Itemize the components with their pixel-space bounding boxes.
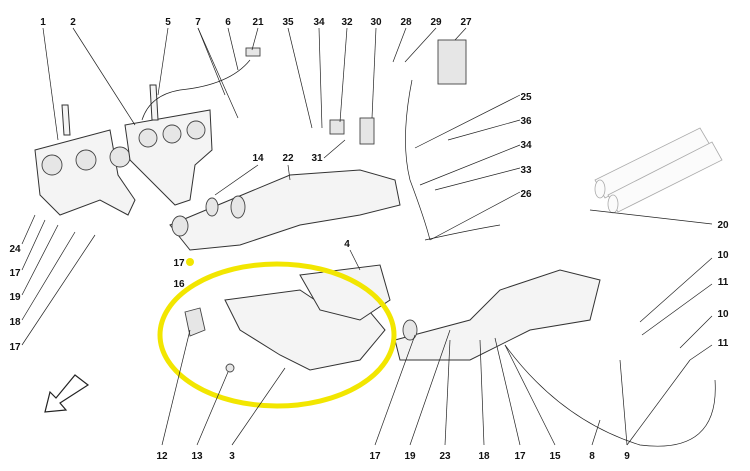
oxygen-sensors xyxy=(141,39,501,241)
callout-35: 35 xyxy=(282,17,294,28)
exhaust-manifold-upper xyxy=(34,84,213,216)
callout-21: 21 xyxy=(252,17,264,28)
callout-17-left: 17 xyxy=(9,268,21,279)
callout-16: 16 xyxy=(173,279,185,290)
leader-lines xyxy=(21,27,713,446)
direction-arrow-icon xyxy=(44,374,90,413)
callout-15: 15 xyxy=(549,451,561,462)
callout-17-center: 17 xyxy=(173,258,185,269)
callout-34b: 34 xyxy=(520,140,532,151)
callout-36: 36 xyxy=(520,116,532,127)
callout-25: 25 xyxy=(520,92,532,103)
callout-23: 23 xyxy=(439,451,451,462)
callout-labels-left: 24 17 19 18 17 xyxy=(9,244,21,353)
callout-3: 3 xyxy=(229,451,235,462)
callout-22: 22 xyxy=(282,153,294,164)
callout-14: 14 xyxy=(252,153,264,164)
callout-24: 24 xyxy=(9,244,21,255)
callout-27: 27 xyxy=(460,17,472,28)
callout-34: 34 xyxy=(313,17,325,28)
callout-9: 9 xyxy=(624,451,630,462)
callout-13: 13 xyxy=(191,451,203,462)
callout-12: 12 xyxy=(156,451,168,462)
callout-10: 10 xyxy=(717,250,729,261)
highlight-circle xyxy=(157,261,397,409)
callout-29: 29 xyxy=(430,17,442,28)
catalytic-converter-lower xyxy=(394,269,716,447)
callout-33: 33 xyxy=(520,165,532,176)
callout-17-left-b: 17 xyxy=(9,342,21,353)
callout-19-bottom: 19 xyxy=(404,451,416,462)
callout-26: 26 xyxy=(520,189,532,200)
highlight-dot xyxy=(186,258,194,266)
callout-17-bottom: 17 xyxy=(369,451,381,462)
callout-11: 11 xyxy=(718,277,729,288)
callout-2: 2 xyxy=(70,17,76,28)
exhaust-manifold-lower xyxy=(184,264,391,373)
callout-10b: 10 xyxy=(717,309,729,320)
callout-8: 8 xyxy=(589,451,595,462)
callout-18-left: 18 xyxy=(9,317,21,328)
callout-labels-top: 1 2 5 7 6 21 35 34 32 30 28 29 27 xyxy=(40,17,472,28)
callout-4: 4 xyxy=(344,239,350,250)
callout-19-left: 19 xyxy=(9,292,21,303)
callout-6: 6 xyxy=(225,17,231,28)
callout-18-bottom: 18 xyxy=(478,451,490,462)
callout-11b: 11 xyxy=(718,338,729,349)
callout-labels-right-upper: 25 36 34 33 26 xyxy=(520,92,532,200)
callout-labels-right-lower: 10 11 10 11 xyxy=(717,250,729,349)
callout-labels-bottom: 12 13 3 17 19 23 18 17 15 8 9 xyxy=(156,451,630,462)
callout-labels-middle: 14 22 31 20 xyxy=(252,153,729,231)
callout-7: 7 xyxy=(195,17,201,28)
callout-20: 20 xyxy=(717,220,729,231)
callout-5: 5 xyxy=(165,17,171,28)
callout-30: 30 xyxy=(370,17,382,28)
callout-28: 28 xyxy=(400,17,412,28)
callout-1: 1 xyxy=(40,17,46,28)
callout-32: 32 xyxy=(341,17,353,28)
callout-31: 31 xyxy=(311,153,323,164)
catalytic-converter-upper xyxy=(169,169,401,251)
callout-labels-center: 17 16 4 xyxy=(173,239,350,290)
tailpipes-ghost xyxy=(594,127,723,214)
callout-17-bottom-b: 17 xyxy=(514,451,526,462)
